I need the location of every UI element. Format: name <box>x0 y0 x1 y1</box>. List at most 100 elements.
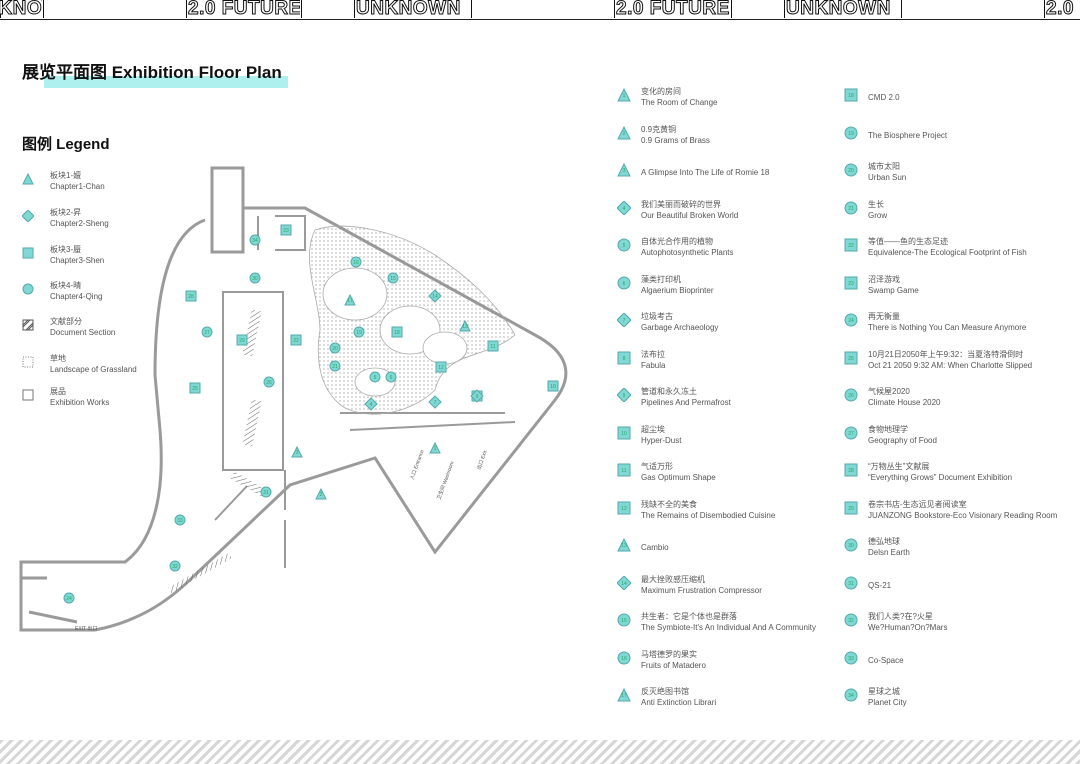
work-title-en: Fruits of Matadero <box>641 660 706 670</box>
washroom-label: 卫生间 Washroom <box>435 460 455 500</box>
work-title-en: CMD 2.0 <box>868 93 900 102</box>
work-title-zh: 我们人类?在?火星 <box>868 612 933 621</box>
circle-icon: 19 <box>844 126 858 140</box>
plan-marker-32: 32 <box>169 560 181 572</box>
work-title-zh: 气适万形 <box>641 462 673 471</box>
plan-marker-31: 31 <box>260 486 272 498</box>
plan-marker-29: 29 <box>236 334 248 346</box>
work-title-en: Pipelines And Permafrost <box>641 398 731 407</box>
exit-label: EXIT 出口 <box>75 625 97 632</box>
circle-icon: 34 <box>844 688 858 702</box>
work-title-en: “Everything Grows” Document Exhibition <box>868 473 1013 482</box>
svg-text:19: 19 <box>848 131 854 137</box>
svg-text:9: 9 <box>476 394 479 400</box>
work-title-zh: 再无衡量 <box>868 312 900 321</box>
entrance-label: 入口 Entrance <box>409 449 425 481</box>
plan-marker-30: 30 <box>249 272 261 284</box>
banner-segment: 2.0 <box>1046 0 1074 18</box>
svg-text:13: 13 <box>462 324 468 330</box>
work-title-zh: 马塔德罗的果实 <box>641 649 697 659</box>
legend-zh: 草地 <box>50 354 66 363</box>
svg-text:9: 9 <box>623 393 626 399</box>
work-title-en: Algaerium Bioprinter <box>641 285 714 295</box>
plan-marker-18: 18 <box>391 326 403 338</box>
svg-text:4: 4 <box>623 206 626 212</box>
work-title-zh: “万物丛生”文献展 <box>868 462 930 471</box>
work-title-en: JUANZONG Bookstore-Eco Visionary Reading… <box>868 510 1058 520</box>
work-title-zh: 沼泽游戏 <box>868 274 900 284</box>
legend-zh: 板块2-昇 <box>50 208 82 217</box>
svg-text:27: 27 <box>848 431 854 437</box>
circle-icon: 33 <box>844 651 858 665</box>
svg-text:15: 15 <box>390 276 396 282</box>
work-title-en: Anti Extinction Librari <box>641 698 717 707</box>
plan-marker-1: 1 <box>429 441 441 454</box>
work-title-en: QS-21 <box>868 580 892 590</box>
plan-marker-4: 4 <box>364 397 378 411</box>
svg-text:15: 15 <box>621 618 627 624</box>
plan-marker-28: 28 <box>185 290 197 302</box>
plan-marker-25: 25 <box>189 382 201 394</box>
svg-text:12: 12 <box>621 506 627 512</box>
banner-segment: UNKNOWN <box>356 0 461 18</box>
plan-marker-11: 11 <box>487 340 499 352</box>
svg-text:33: 33 <box>177 518 183 524</box>
circle-icon: 32 <box>844 613 858 627</box>
diamond-icon: 9 <box>616 387 632 403</box>
svg-text:5: 5 <box>623 243 626 249</box>
svg-text:31: 31 <box>848 581 854 587</box>
svg-text:17: 17 <box>621 693 627 699</box>
svg-text:16: 16 <box>621 656 627 662</box>
work-title-zh: 藻类打印机 <box>641 274 681 284</box>
plan-marker-26: 26 <box>263 376 275 388</box>
svg-text:1: 1 <box>434 446 437 452</box>
work-title-en: The Remains of Disembodied Cuisine <box>641 510 776 520</box>
svg-text:19: 19 <box>356 330 362 336</box>
hatched-square-icon <box>22 319 34 331</box>
work-title-en: The Room of Change <box>641 98 718 107</box>
work-title-en: The Biosphere Project <box>868 130 948 140</box>
work-title-zh: 德弘地球 <box>868 537 900 546</box>
plan-marker-23: 23 <box>280 224 292 236</box>
circle-icon: 20 <box>844 163 858 177</box>
legend-zh: 文献部分 <box>50 317 82 326</box>
work-title-en: Planet City <box>868 698 907 707</box>
square-icon: 23 <box>844 276 858 290</box>
svg-text:18: 18 <box>394 330 400 336</box>
exterior-walls <box>19 166 568 632</box>
plan-marker-12: 12 <box>435 361 447 373</box>
work-title-zh: 气候屋2020 <box>868 387 910 396</box>
plan-marker-22: 22 <box>290 334 302 346</box>
plan-marker-9: 9 <box>470 389 484 403</box>
square-icon <box>22 247 34 259</box>
square-icon: 29 <box>844 501 858 515</box>
work-title-zh: 反灭绝图书馆 <box>641 687 689 696</box>
work-title-en: Hyper-Dust <box>641 435 682 445</box>
legend-en: Chapter2-Sheng <box>50 219 109 228</box>
title-highlight <box>44 76 288 88</box>
svg-text:30: 30 <box>848 543 854 549</box>
work-title-en: Delsn Earth <box>868 548 910 557</box>
legend-en: Exhibition Works <box>50 398 110 407</box>
work-title-zh: 城市太阳 <box>868 162 900 171</box>
svg-text:26: 26 <box>266 380 272 386</box>
diamond-icon: 7 <box>616 312 632 328</box>
work-title-en: Cambio <box>641 543 669 552</box>
circle-icon: 16 <box>617 651 631 665</box>
svg-text:7: 7 <box>623 318 626 324</box>
work-title-en: Swamp Game <box>868 285 919 295</box>
document-section <box>168 309 266 594</box>
plan-marker-24: 24 <box>63 592 75 604</box>
circle-icon: 24 <box>844 313 858 327</box>
svg-text:3: 3 <box>623 168 626 174</box>
outline-square-icon <box>22 389 34 401</box>
work-title-en: Our Beautiful Broken World <box>641 210 739 220</box>
square-icon: 25 <box>844 351 858 365</box>
work-title-en: There is Nothing You Can Measure Anymore <box>868 323 1027 332</box>
work-title-zh: 食物地理学 <box>868 424 908 434</box>
svg-text:33: 33 <box>848 656 854 662</box>
triangle-icon: 1 <box>617 87 631 102</box>
work-title-zh: 我们美丽而破碎的世界 <box>641 199 721 209</box>
svg-text:30: 30 <box>252 276 258 282</box>
circle-icon: 30 <box>844 538 858 552</box>
